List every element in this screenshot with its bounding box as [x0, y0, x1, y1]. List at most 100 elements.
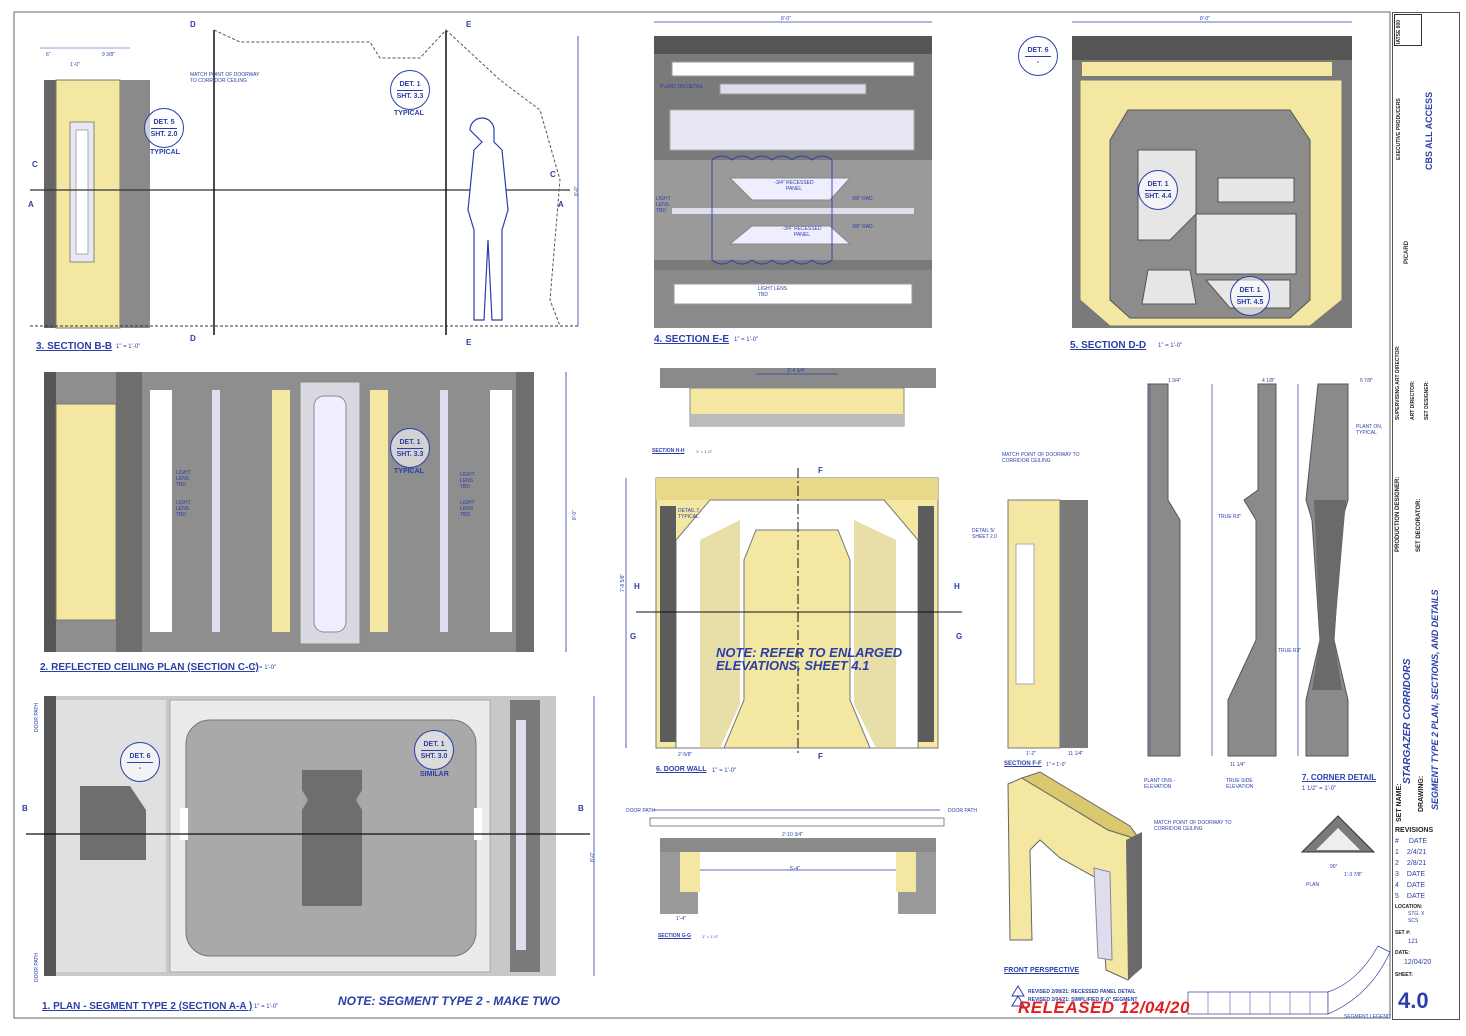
- section-mark-e-top: E: [466, 20, 472, 29]
- annotation-plant-on: PLANT ON DETAIL: [660, 84, 704, 90]
- dim-ee-width: 8'-0": [781, 16, 791, 22]
- revision-row: 2 2/8/21: [1395, 860, 1426, 867]
- set-no-value: 121: [1408, 939, 1419, 945]
- drawing-title: SEGMENT TYPE 2 PLAN, SECTIONS, AND DETAI…: [1430, 589, 1440, 810]
- section-mark-h-right: H: [954, 582, 960, 591]
- section-mark-b-left: B: [22, 804, 28, 813]
- det-label: DET. 1: [1239, 286, 1261, 294]
- view-scale-section-gg: 1" = 1'-0": [702, 934, 719, 939]
- dim-12: 1'-2": [1026, 751, 1036, 757]
- annotation-rad-2: 3/8" RAD.: [852, 224, 875, 230]
- det-sheet: SHT. 4.4: [1144, 192, 1172, 200]
- dim-1378: 1'-3 7/8": [1344, 872, 1363, 878]
- dim-758: 7'-8 5/8": [620, 573, 626, 592]
- set-no-label: SET #:: [1395, 930, 1411, 936]
- view-scale-plan: 1" = 1'-0": [254, 1004, 279, 1010]
- det-label: DET. 6: [1027, 46, 1049, 54]
- annotation-plan: PLAN: [1306, 882, 1320, 888]
- section-mark-a-left: A: [28, 200, 34, 209]
- dim-2558: 2'-5/8": [678, 752, 693, 758]
- det-sheet: -: [138, 764, 142, 772]
- view-title-section-hh: SECTION H-H: [652, 448, 685, 454]
- set-decorator-label: SET DECORATOR:: [1416, 498, 1422, 552]
- set-designer-label: SET DESIGNER:: [1424, 381, 1430, 420]
- view-title-section-ee: 4. SECTION E-E: [654, 334, 730, 345]
- det-label: DET. 5: [153, 118, 175, 126]
- dim-21034: 2'-10 3/4": [782, 832, 804, 838]
- annotation-true-side: TRUE SIDE ELEVATION: [1226, 778, 1254, 790]
- detail-bubble-det5: DET. 5 SHT. 2.0: [144, 108, 184, 148]
- view-title-section-gg: SECTION G-G: [658, 933, 692, 939]
- det-sheet: SHT. 3.3: [396, 92, 424, 100]
- rev-num: 4: [1395, 882, 1399, 889]
- detail-bubble-det1-rcp: DET. 1 SHT. 3.3: [390, 428, 430, 468]
- rev-date: 2/4/21: [1406, 849, 1427, 856]
- annotation-light-lens-rcp3: LIGHT LENS TBD: [460, 472, 475, 490]
- union-label: IATSE 800: [1396, 19, 1402, 44]
- sheet-number: 4.0: [1398, 988, 1429, 1013]
- annotation-door-path-plan2: DOOR PATH: [34, 953, 40, 982]
- rcp-drawing: [44, 372, 567, 652]
- view-scale-section-hh: 1" = 1'-0": [696, 449, 713, 454]
- annotation-match-point-ff: MATCH POINT OF DOORWAY TO CORRIDOR CEILI…: [1002, 452, 1080, 464]
- title-block: [1392, 12, 1460, 1020]
- art-director-label: ART DIRECTOR:: [1410, 380, 1416, 420]
- section-mark-h-left: H: [634, 582, 640, 591]
- dim-90: 90°: [1330, 864, 1338, 870]
- dim-938: 9 3/8": [102, 52, 115, 58]
- section-bb-drawing: [30, 29, 580, 335]
- corner-plan: [1300, 815, 1376, 853]
- rev-date: 2/8/21: [1406, 860, 1427, 867]
- set-name-label: SET NAME:: [1396, 783, 1403, 823]
- section-mark-d-top: D: [190, 20, 196, 29]
- annotation-detail5: DETAIL 5/ SHEET 2.0: [972, 528, 997, 540]
- annotation-light-lens-rcp2: LIGHT LENS TBD: [176, 500, 191, 518]
- detail-bubble-det6-dd: DET. 6 -: [1018, 36, 1058, 76]
- det-sheet: SHT. 4.5: [1236, 298, 1264, 306]
- detail-bubble-det1-dd1: DET. 1 SHT. 4.4: [1138, 170, 1178, 210]
- view-title-section-bb: 3. SECTION B-B: [36, 341, 113, 352]
- rev-num: 5: [1395, 893, 1399, 900]
- released-stamp: RELEASED 12/04/20: [1018, 998, 1190, 1017]
- det-label: DET. 1: [399, 80, 421, 88]
- door-wall-drawing: [625, 468, 962, 756]
- rev-triangle-2: [1011, 995, 1025, 1007]
- view-scale-rcp: 1" = 1'-0": [252, 665, 277, 671]
- view-title-front-perspective: FRONT PERSPECTIVE: [1004, 967, 1080, 974]
- network-logo-text: CBS ALL ACCESS: [1424, 91, 1434, 170]
- section-mark-e-bottom: E: [466, 338, 472, 347]
- view-title-section-dd: 5. SECTION D-D: [1070, 340, 1147, 351]
- rev-date: DATE: [1406, 893, 1426, 900]
- annotation-door-path-gg1: DOOR PATH: [626, 808, 655, 814]
- view-title-door-wall: 6. DOOR WALL: [656, 766, 707, 773]
- date-label: DATE:: [1395, 950, 1410, 956]
- det-sheet: SHT. 3.3: [396, 450, 424, 458]
- dim-54: 5'-4": [790, 866, 800, 872]
- annotation-door-path-plan1: DOOR PATH: [34, 703, 40, 732]
- date-value: 12/04/20: [1404, 959, 1432, 966]
- revision-row: 5 DATE: [1395, 893, 1425, 900]
- section-mark-a-right: A: [558, 200, 564, 209]
- rev-num: 2: [1395, 860, 1399, 867]
- rev-num: 3: [1395, 871, 1399, 878]
- section-mark-d-bottom: D: [190, 334, 196, 343]
- det-label: DET. 1: [399, 438, 421, 446]
- dim-rcp-height: 8'-0": [572, 510, 578, 520]
- section-mark-g-right: G: [956, 632, 963, 641]
- det1-rcp-typical: TYPICAL: [394, 468, 424, 475]
- annotation-rad-1: 3/8" RAD.: [852, 196, 875, 202]
- revisions-label: REVISIONS: [1395, 827, 1434, 834]
- det1-plan-similar: SIMILAR: [420, 771, 449, 778]
- annotation-plant-on-elev: PLANT ONS - ELEVATION: [1144, 778, 1176, 790]
- dim-1114-ff: 11 1/4": [1068, 751, 1084, 757]
- det-label: DET. 1: [1147, 180, 1169, 188]
- detail-bubble-det6-plan: DET. 6 -: [120, 742, 160, 782]
- rev-date: DATE: [1406, 871, 1426, 878]
- production-designer-label: PRODUCTION DESIGNER:: [1395, 476, 1401, 552]
- detail-bubble-det1-bb: DET. 1 SHT. 3.3: [390, 70, 430, 110]
- view-title-plan: 1. PLAN - SEGMENT TYPE 2 (SECTION A-A ): [42, 1001, 253, 1012]
- note-make-two: NOTE: SEGMENT TYPE 2 - MAKE TWO: [338, 994, 561, 1008]
- dim-6: 6": [46, 52, 51, 58]
